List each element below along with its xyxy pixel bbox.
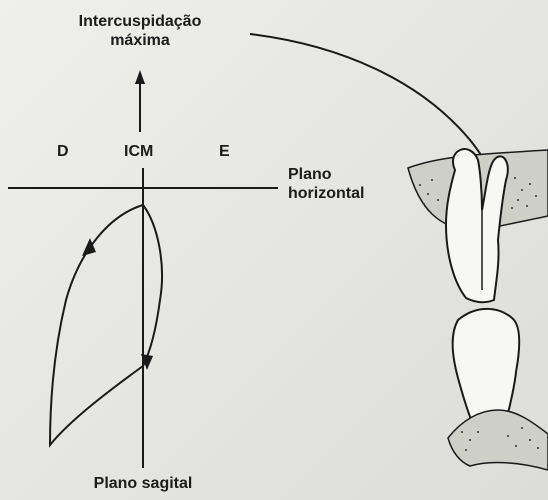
envelope-outer-curve (50, 205, 143, 445)
intercuspidacao-line2: máxima (40, 31, 240, 50)
vertical-arrow-head (135, 70, 145, 84)
curved-pointer-arrow (250, 34, 490, 175)
plano-horizontal-label: Plano horizontal (288, 165, 364, 203)
plano-horizontal-line1: Plano (288, 165, 364, 184)
direita-label: D (57, 142, 69, 161)
intercuspidacao-line1: Intercuspidação (40, 12, 240, 31)
intercuspidacao-maxima-label: Intercuspidação máxima (40, 12, 240, 50)
esquerda-label: E (219, 142, 230, 161)
lower-gum (448, 410, 548, 470)
plano-sagital-label: Plano sagital (70, 474, 216, 493)
upper-tooth (446, 149, 508, 302)
envelope-inner-curve (143, 205, 162, 366)
icm-label: ICM (124, 142, 153, 161)
plano-horizontal-line2: horizontal (288, 184, 364, 203)
